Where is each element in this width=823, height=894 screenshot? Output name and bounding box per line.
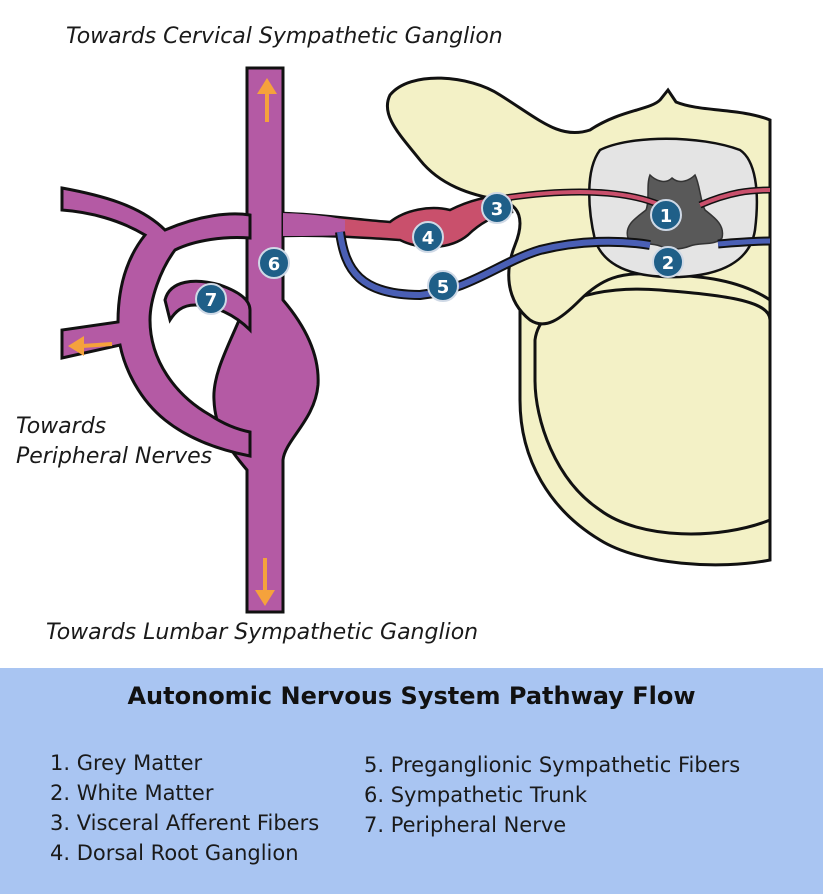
anatomy-diagram: 1 2 3 4 5 6 7 [60, 66, 772, 614]
label-lumbar: Towards Lumbar Sympathetic Ganglion [46, 620, 479, 645]
legend-item: 3. Visceral Afferent Fibers [50, 811, 320, 835]
svg-text:6: 6 [268, 254, 281, 275]
marker-6: 6 [258, 247, 290, 279]
svg-text:4: 4 [422, 228, 435, 249]
label-peripheral: Towards Peripheral Nerves [16, 412, 212, 472]
svg-text:5: 5 [437, 277, 450, 298]
marker-1: 1 [650, 199, 682, 231]
marker-4: 4 [412, 221, 444, 253]
legend-item: 2. White Matter [50, 781, 214, 805]
spinal-nerve [281, 186, 771, 301]
svg-text:3: 3 [491, 199, 504, 220]
legend-title: Autonomic Nervous System Pathway Flow [127, 682, 696, 710]
legend-item: 4. Dorsal Root Ganglion [50, 841, 299, 865]
legend-column-left: 1. Grey Matter 2. White Matter 3. Viscer… [50, 748, 319, 868]
legend-item: 1. Grey Matter [50, 751, 203, 775]
label-cervical: Towards Cervical Sympathetic Ganglion [66, 24, 503, 49]
legend-panel: Autonomic Nervous System Pathway Flow 1.… [0, 668, 823, 894]
legend-column-right: 5. Preganglionic Sympathetic Fibers 6. S… [364, 750, 740, 840]
label-peripheral-line2: Peripheral Nerves [16, 444, 213, 469]
svg-text:1: 1 [660, 206, 673, 227]
marker-7: 7 [195, 283, 227, 315]
arrow-down-icon [255, 558, 275, 606]
arrow-left-icon [68, 336, 113, 356]
legend-item: 7. Peripheral Nerve [364, 813, 567, 837]
label-peripheral-line1: Towards [16, 414, 107, 439]
svg-text:2: 2 [662, 253, 675, 274]
marker-2: 2 [652, 246, 684, 278]
arrow-up-icon [257, 78, 277, 122]
legend-item: 6. Sympathetic Trunk [364, 783, 588, 807]
marker-5: 5 [427, 270, 459, 302]
svg-text:7: 7 [205, 290, 218, 311]
legend-item: 5. Preganglionic Sympathetic Fibers [364, 753, 741, 777]
sympathetic-trunk [212, 66, 320, 614]
marker-3: 3 [481, 192, 513, 224]
vertebra [385, 76, 772, 567]
